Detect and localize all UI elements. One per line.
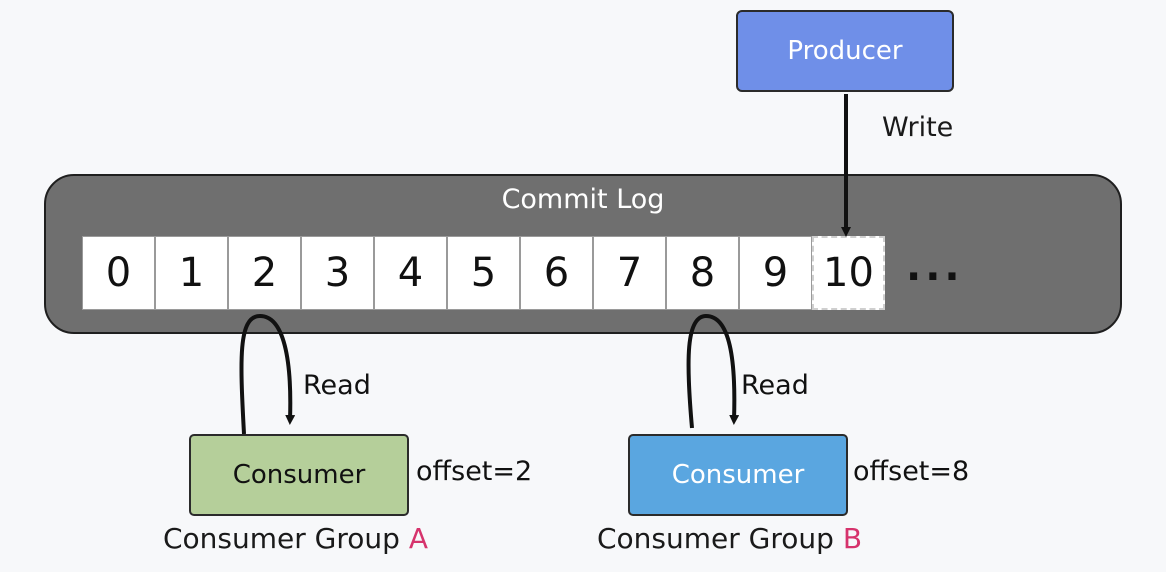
offset-a-label: offset=2 xyxy=(416,456,533,487)
log-cell-0: 0 xyxy=(82,236,155,310)
commit-log-offsets: 0 1 2 3 4 5 6 7 8 9 10 xyxy=(82,236,885,310)
write-label: Write xyxy=(882,112,954,143)
log-cell-4: 4 xyxy=(374,236,447,310)
log-cell-9: 9 xyxy=(739,236,812,310)
offset-b-label: offset=8 xyxy=(853,456,970,487)
group-b-letter: B xyxy=(842,522,863,555)
log-cell-10-new: 10 xyxy=(812,236,885,310)
log-cell-5: 5 xyxy=(447,236,520,310)
commit-log-title: Commit Log xyxy=(501,184,665,215)
consumer-group-a-label: Consumer Group A xyxy=(163,522,428,555)
producer-box: Producer xyxy=(736,10,954,92)
read-label-a: Read xyxy=(303,370,371,401)
consumer-group-b-label: Consumer Group B xyxy=(597,522,862,555)
group-b-prefix: Consumer Group xyxy=(597,522,843,555)
consumer-a-box: Consumer xyxy=(189,434,409,516)
consumer-b-box: Consumer xyxy=(628,434,848,516)
ellipsis: ... xyxy=(906,244,964,290)
log-cell-1: 1 xyxy=(155,236,228,310)
group-a-letter: A xyxy=(408,522,428,555)
group-a-prefix: Consumer Group xyxy=(163,522,409,555)
log-cell-7: 7 xyxy=(593,236,666,310)
log-cell-6: 6 xyxy=(520,236,593,310)
log-cell-8: 8 xyxy=(666,236,739,310)
log-cell-3: 3 xyxy=(301,236,374,310)
log-cell-2: 2 xyxy=(228,236,301,310)
read-label-b: Read xyxy=(741,370,809,401)
